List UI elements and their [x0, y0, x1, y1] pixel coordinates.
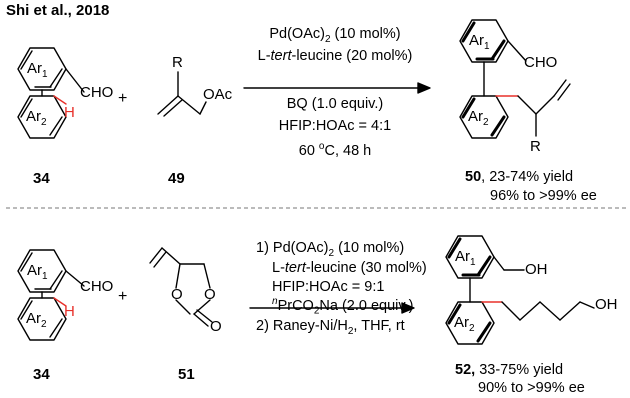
product2-ar1-label: Ar1	[455, 248, 476, 268]
product1-yield: 50, 23-74% yield	[465, 169, 574, 185]
reaction1-condition-solvent: HFIP:HOAc = 4:1	[278, 118, 392, 134]
reaction2-condition-ligand: L-tert-leucine (30 mol%)	[272, 260, 427, 276]
product1-ring-top	[459, 19, 509, 63]
sm2-compound-number: 49	[168, 170, 185, 187]
product2-ring-top	[445, 235, 495, 279]
reaction1-condition-ligand: L-tert-leucine (20 mol%)	[257, 48, 413, 64]
plus-sign-2: +	[118, 288, 128, 305]
sm1-compound-number: 34	[33, 170, 50, 187]
sm4-compound-number: 51	[178, 366, 195, 383]
reaction2-condition-reduction: 2) Raney-Ni/H2, THF, rt	[256, 318, 405, 337]
product2-oh2-label: OH	[595, 296, 618, 313]
sm1-h-label: H	[64, 104, 75, 121]
product2-ar2-label: Ar2	[454, 314, 475, 334]
reaction1-condition-catalyst: Pd(OAc)2 (10 mol%)	[269, 26, 401, 45]
sm1-ring-top	[17, 47, 67, 91]
sm3-ar2-label: Ar2	[26, 310, 47, 330]
sm1-ch-bond	[53, 95, 67, 105]
sm3-cho-label: CHO	[80, 278, 114, 295]
product1-ee: 96% to >99% ee	[490, 188, 597, 204]
sm2-r-label: R	[172, 54, 183, 71]
reaction2-condition-catalyst: 1) Pd(OAc)2 (10 mol%)	[256, 240, 405, 259]
sm1-cho-label: CHO	[80, 84, 114, 101]
sm2-ring-top	[17, 249, 67, 293]
reaction2-condition-solvent: HFIP:HOAc = 9:1	[272, 279, 385, 295]
sm3-ar1-label: Ar1	[27, 262, 48, 282]
sm4-o1-label: O	[171, 286, 183, 303]
reaction2-condition-base: nPrCO2Na (2.0 equiv.)	[272, 296, 414, 317]
sm1-cho-bond	[65, 68, 85, 93]
reaction1-condition-oxidant: BQ (1.0 equiv.)	[286, 96, 384, 112]
product2-yield: 52, 33-75% yield	[455, 362, 564, 378]
sm1-ar2-label: Ar2	[26, 108, 47, 128]
product2-oh1-label: OH	[525, 261, 548, 278]
product1-ar1-label: Ar1	[469, 32, 490, 52]
sm3-compound-number: 34	[33, 366, 50, 383]
page-title: Shi et al., 2018	[6, 2, 110, 19]
sm4-o3-label: O	[210, 318, 222, 335]
product2-ee: 90% to >99% ee	[478, 380, 585, 396]
sm2-oac-label: OAc	[203, 86, 233, 103]
sm3-h-label: H	[64, 303, 75, 320]
sm4-o2-label: O	[204, 286, 216, 303]
reaction1-condition-temperature: 60 oC, 48 h	[298, 141, 372, 159]
product1-cho-label: CHO	[524, 54, 558, 71]
plus-sign: +	[118, 90, 128, 107]
product1-r-label: R	[530, 138, 541, 155]
product1-ar2-label: Ar2	[468, 108, 489, 128]
sm1-ar1-label: Ar1	[27, 60, 48, 80]
